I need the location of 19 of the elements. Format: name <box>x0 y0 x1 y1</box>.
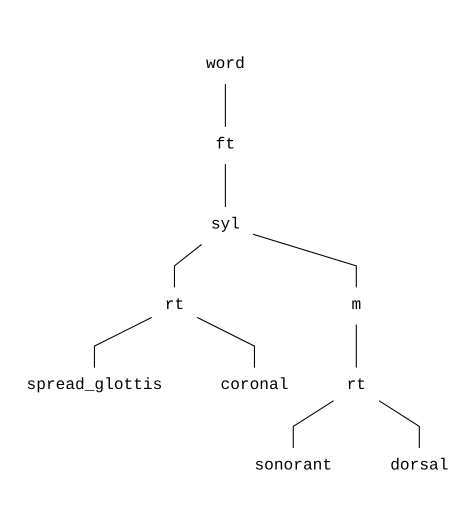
connector <box>252 233 357 288</box>
node-text: rt <box>346 376 366 394</box>
connector <box>174 244 202 288</box>
connector <box>292 400 334 448</box>
node-text: rt <box>164 296 184 314</box>
node-text: word <box>206 54 245 74</box>
node-text: sonorant <box>254 456 332 475</box>
connector <box>94 316 152 368</box>
connector <box>224 164 226 207</box>
connector <box>224 83 226 126</box>
connector <box>378 400 420 448</box>
node-text: spread_glottis <box>26 376 162 394</box>
node-text: dorsal <box>390 456 448 475</box>
node-text: syl <box>210 215 240 234</box>
connector <box>196 316 255 368</box>
connector <box>356 324 357 368</box>
node-text: ft <box>216 135 236 154</box>
node-text: coronal <box>220 376 288 394</box>
node-text: m <box>351 296 362 314</box>
